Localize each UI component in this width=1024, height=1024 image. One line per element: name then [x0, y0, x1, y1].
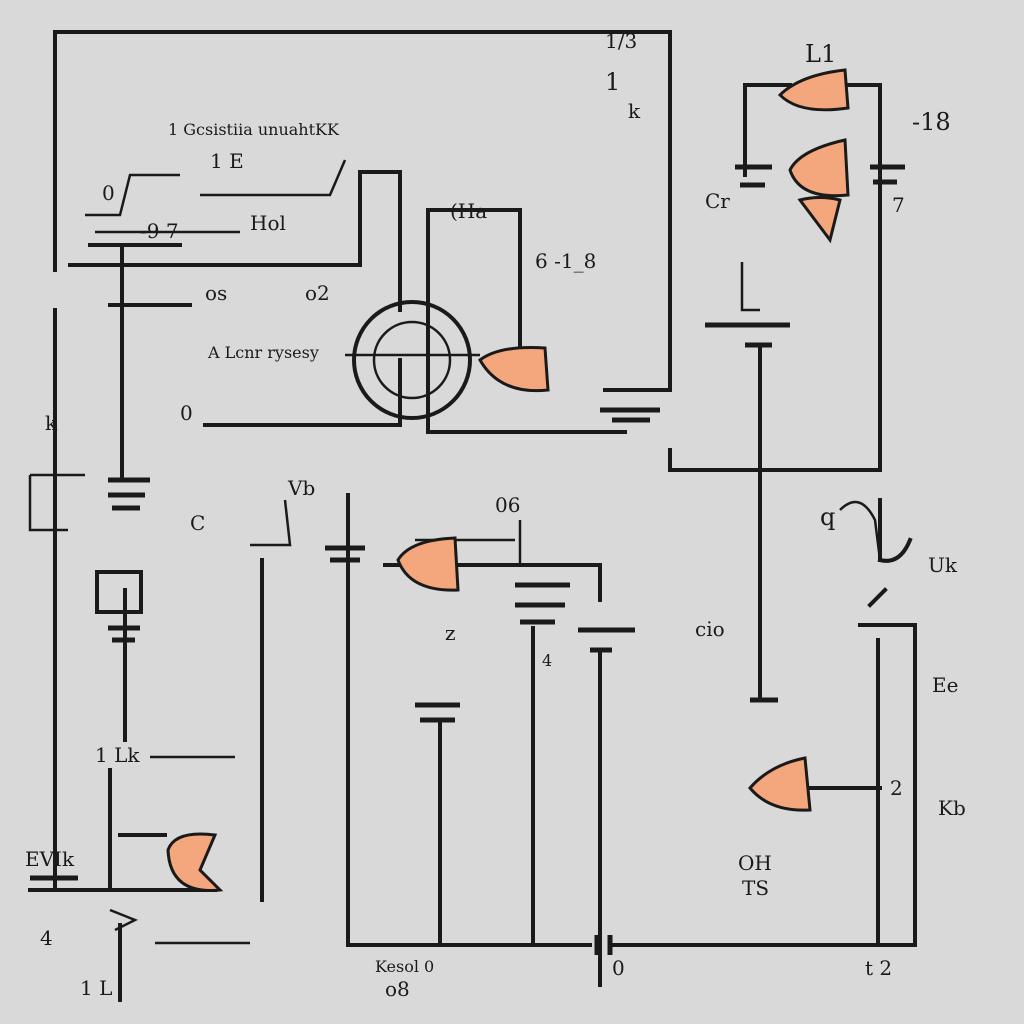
- label-06: 06: [495, 493, 520, 517]
- label-top-mid: 1: [605, 68, 620, 96]
- labels: 1/3 1 k L1 -18 1 Gcsistiia unuahtKK 1 E …: [25, 29, 966, 1001]
- label-bottom-zero: 0: [612, 956, 625, 980]
- label-left-k: k: [45, 411, 58, 435]
- label-vb: Vb: [287, 476, 315, 500]
- label-lk: 1 Lk: [95, 743, 140, 767]
- label-row-9: -9 7: [140, 219, 179, 243]
- label-row-0: 0: [102, 181, 115, 205]
- label-kb: Kb: [938, 796, 966, 820]
- label-bottom-right: t 2: [865, 956, 892, 980]
- capacitor-plates: [30, 164, 905, 955]
- label-c: C: [190, 511, 205, 535]
- label-2: 2: [890, 776, 903, 800]
- diode-double: [788, 138, 850, 198]
- diagram-title: 1 Gcsistiia unuahtKK: [168, 120, 340, 139]
- label-left-0: 0: [180, 401, 193, 425]
- outer-wires: [53, 30, 882, 892]
- box-component: [95, 570, 143, 614]
- label-z: z: [445, 621, 456, 645]
- label-uk: Uk: [928, 553, 958, 577]
- label-ha: (Ha: [450, 199, 487, 223]
- label-l1: L1: [805, 40, 836, 68]
- label-o8: o8: [385, 977, 410, 1001]
- label-lcnr: A Lcnr rysesy: [207, 343, 319, 362]
- label-ee: Ee: [932, 673, 958, 697]
- label-kesol: Kesol 0: [375, 957, 434, 976]
- label-r7: 7: [892, 193, 905, 217]
- label-cio: cio: [695, 617, 725, 641]
- label-evik: EVIk: [25, 847, 75, 871]
- label-top-k: k: [628, 99, 641, 123]
- diode-blobs: [166, 68, 850, 892]
- label-oh: OH: [738, 851, 772, 875]
- diode-top-right: [777, 68, 850, 112]
- label-bottom-1l: 1 L: [80, 976, 112, 1000]
- diode-mid-left: [396, 536, 460, 592]
- lower-wires: [28, 493, 917, 1002]
- label-os: os: [205, 281, 227, 305]
- label-e: 1 E: [210, 149, 244, 173]
- label-q: q: [820, 503, 835, 531]
- label-cr: Cr: [705, 189, 730, 213]
- label-o2: o2: [305, 281, 330, 305]
- label-6-18: 6 -1_8: [535, 249, 596, 273]
- label-ts: TS: [742, 876, 769, 900]
- motor-symbol: [345, 300, 480, 420]
- label-minus-18: -18: [912, 108, 951, 136]
- misc-components: [28, 159, 882, 945]
- label-top-corner: 1/3: [605, 29, 637, 53]
- label-4: 4: [542, 651, 552, 670]
- label-left-4: 4: [40, 926, 53, 950]
- diode-bottom-left: [166, 832, 224, 892]
- label-hol: Hol: [250, 211, 286, 235]
- diode-bottom-right: [748, 756, 812, 812]
- diode-center: [478, 346, 550, 393]
